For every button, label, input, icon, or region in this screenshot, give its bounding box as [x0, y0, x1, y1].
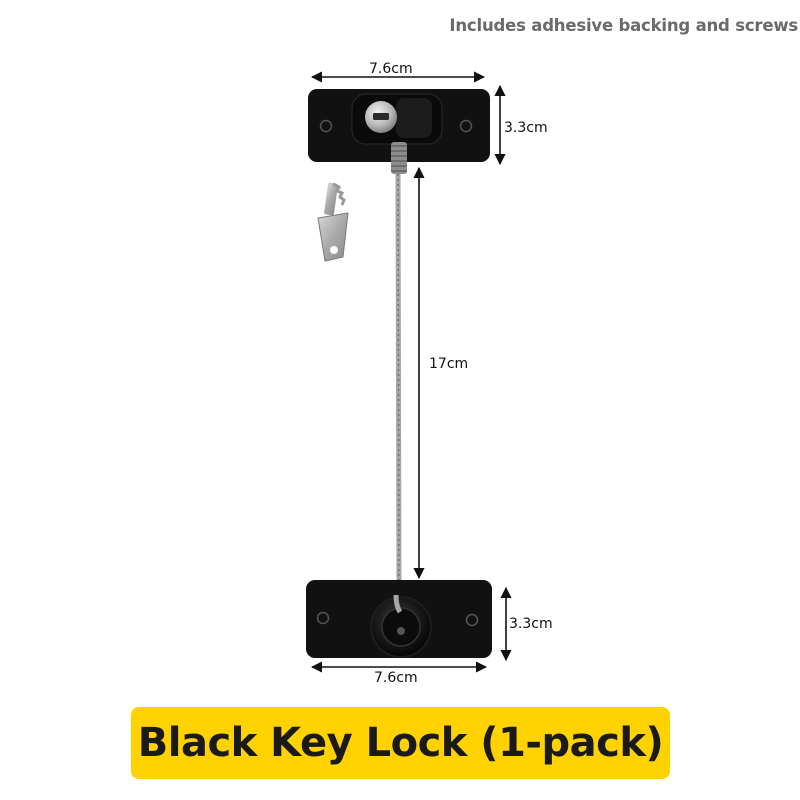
banner-title: Black Key Lock (1-pack)	[137, 720, 664, 766]
top-height-label: 3.3cm	[504, 120, 548, 136]
bottom-height-label: 3.3cm	[509, 616, 553, 632]
steel-cable	[395, 173, 402, 596]
product-banner: Black Key Lock (1-pack)	[131, 707, 670, 779]
cable-length-label: 17cm	[429, 356, 469, 372]
includes-note: Includes adhesive backing and screws	[449, 16, 798, 35]
bottom-width-label: 7.6cm	[374, 670, 418, 686]
top-width-label: 7.6cm	[369, 61, 413, 77]
key-icon	[317, 182, 349, 262]
top-lock-plate	[308, 89, 490, 174]
bottom-lock-plate	[306, 580, 492, 658]
